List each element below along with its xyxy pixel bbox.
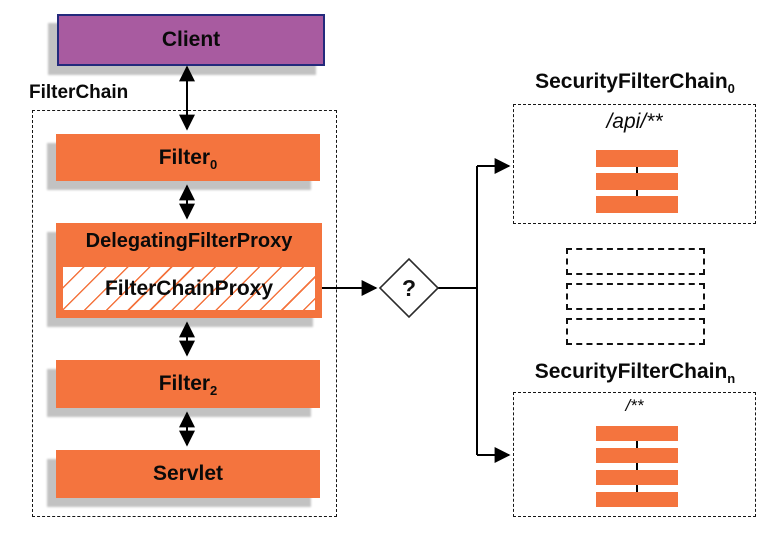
- security-filter-chain-0-filters: [596, 150, 678, 213]
- filter0-node: Filter0: [56, 134, 320, 181]
- collapsed-chain-placeholder: [566, 248, 705, 275]
- security-filter-chain-n-filters: [596, 426, 678, 507]
- collapsed-chain-placeholders: [566, 248, 705, 345]
- filter-chain-proxy-node: FilterChainProxy: [61, 265, 317, 312]
- filter-chain-proxy-label: FilterChainProxy: [104, 276, 274, 300]
- security-filter-bar: [596, 196, 678, 213]
- security-filter-bar: [596, 426, 678, 441]
- filter2-node: Filter2: [56, 360, 320, 408]
- filter0-label: Filter0: [158, 145, 218, 172]
- decision-branch-line: [438, 166, 478, 455]
- filterchain-label: FilterChain: [29, 82, 129, 103]
- security-filter-chain-0-box: /api/**: [513, 104, 756, 224]
- decision-question-mark: ?: [402, 275, 416, 301]
- security-filter-bar: [596, 470, 678, 485]
- delegating-filter-proxy-label: DelegatingFilterProxy: [85, 230, 293, 252]
- security-filter-bar: [596, 173, 678, 190]
- servlet-label: Servlet: [152, 462, 224, 485]
- delegating-filter-proxy-node: DelegatingFilterProxy FilterChainProxy: [56, 223, 322, 318]
- collapsed-chain-placeholder: [566, 283, 705, 310]
- security-filter-chain-n-box: /**: [513, 392, 756, 517]
- security-filter-chain-0-title: SecurityFilterChain0: [535, 70, 735, 97]
- security-filter-chain-0-pattern: /api/**: [606, 110, 663, 133]
- decision-diamond: [378, 257, 440, 319]
- filter2-label: Filter2: [158, 372, 218, 399]
- client-node: Client: [57, 14, 325, 66]
- collapsed-chain-placeholder: [566, 318, 705, 345]
- servlet-node: Servlet: [56, 450, 320, 498]
- client-label: Client: [161, 28, 221, 51]
- security-filter-chain-n-title: SecurityFilterChainn: [534, 360, 736, 387]
- security-filter-bar: [596, 448, 678, 463]
- security-filter-bar: [596, 150, 678, 167]
- security-filter-bar: [596, 492, 678, 507]
- security-filter-chain-n-pattern: /**: [625, 396, 644, 415]
